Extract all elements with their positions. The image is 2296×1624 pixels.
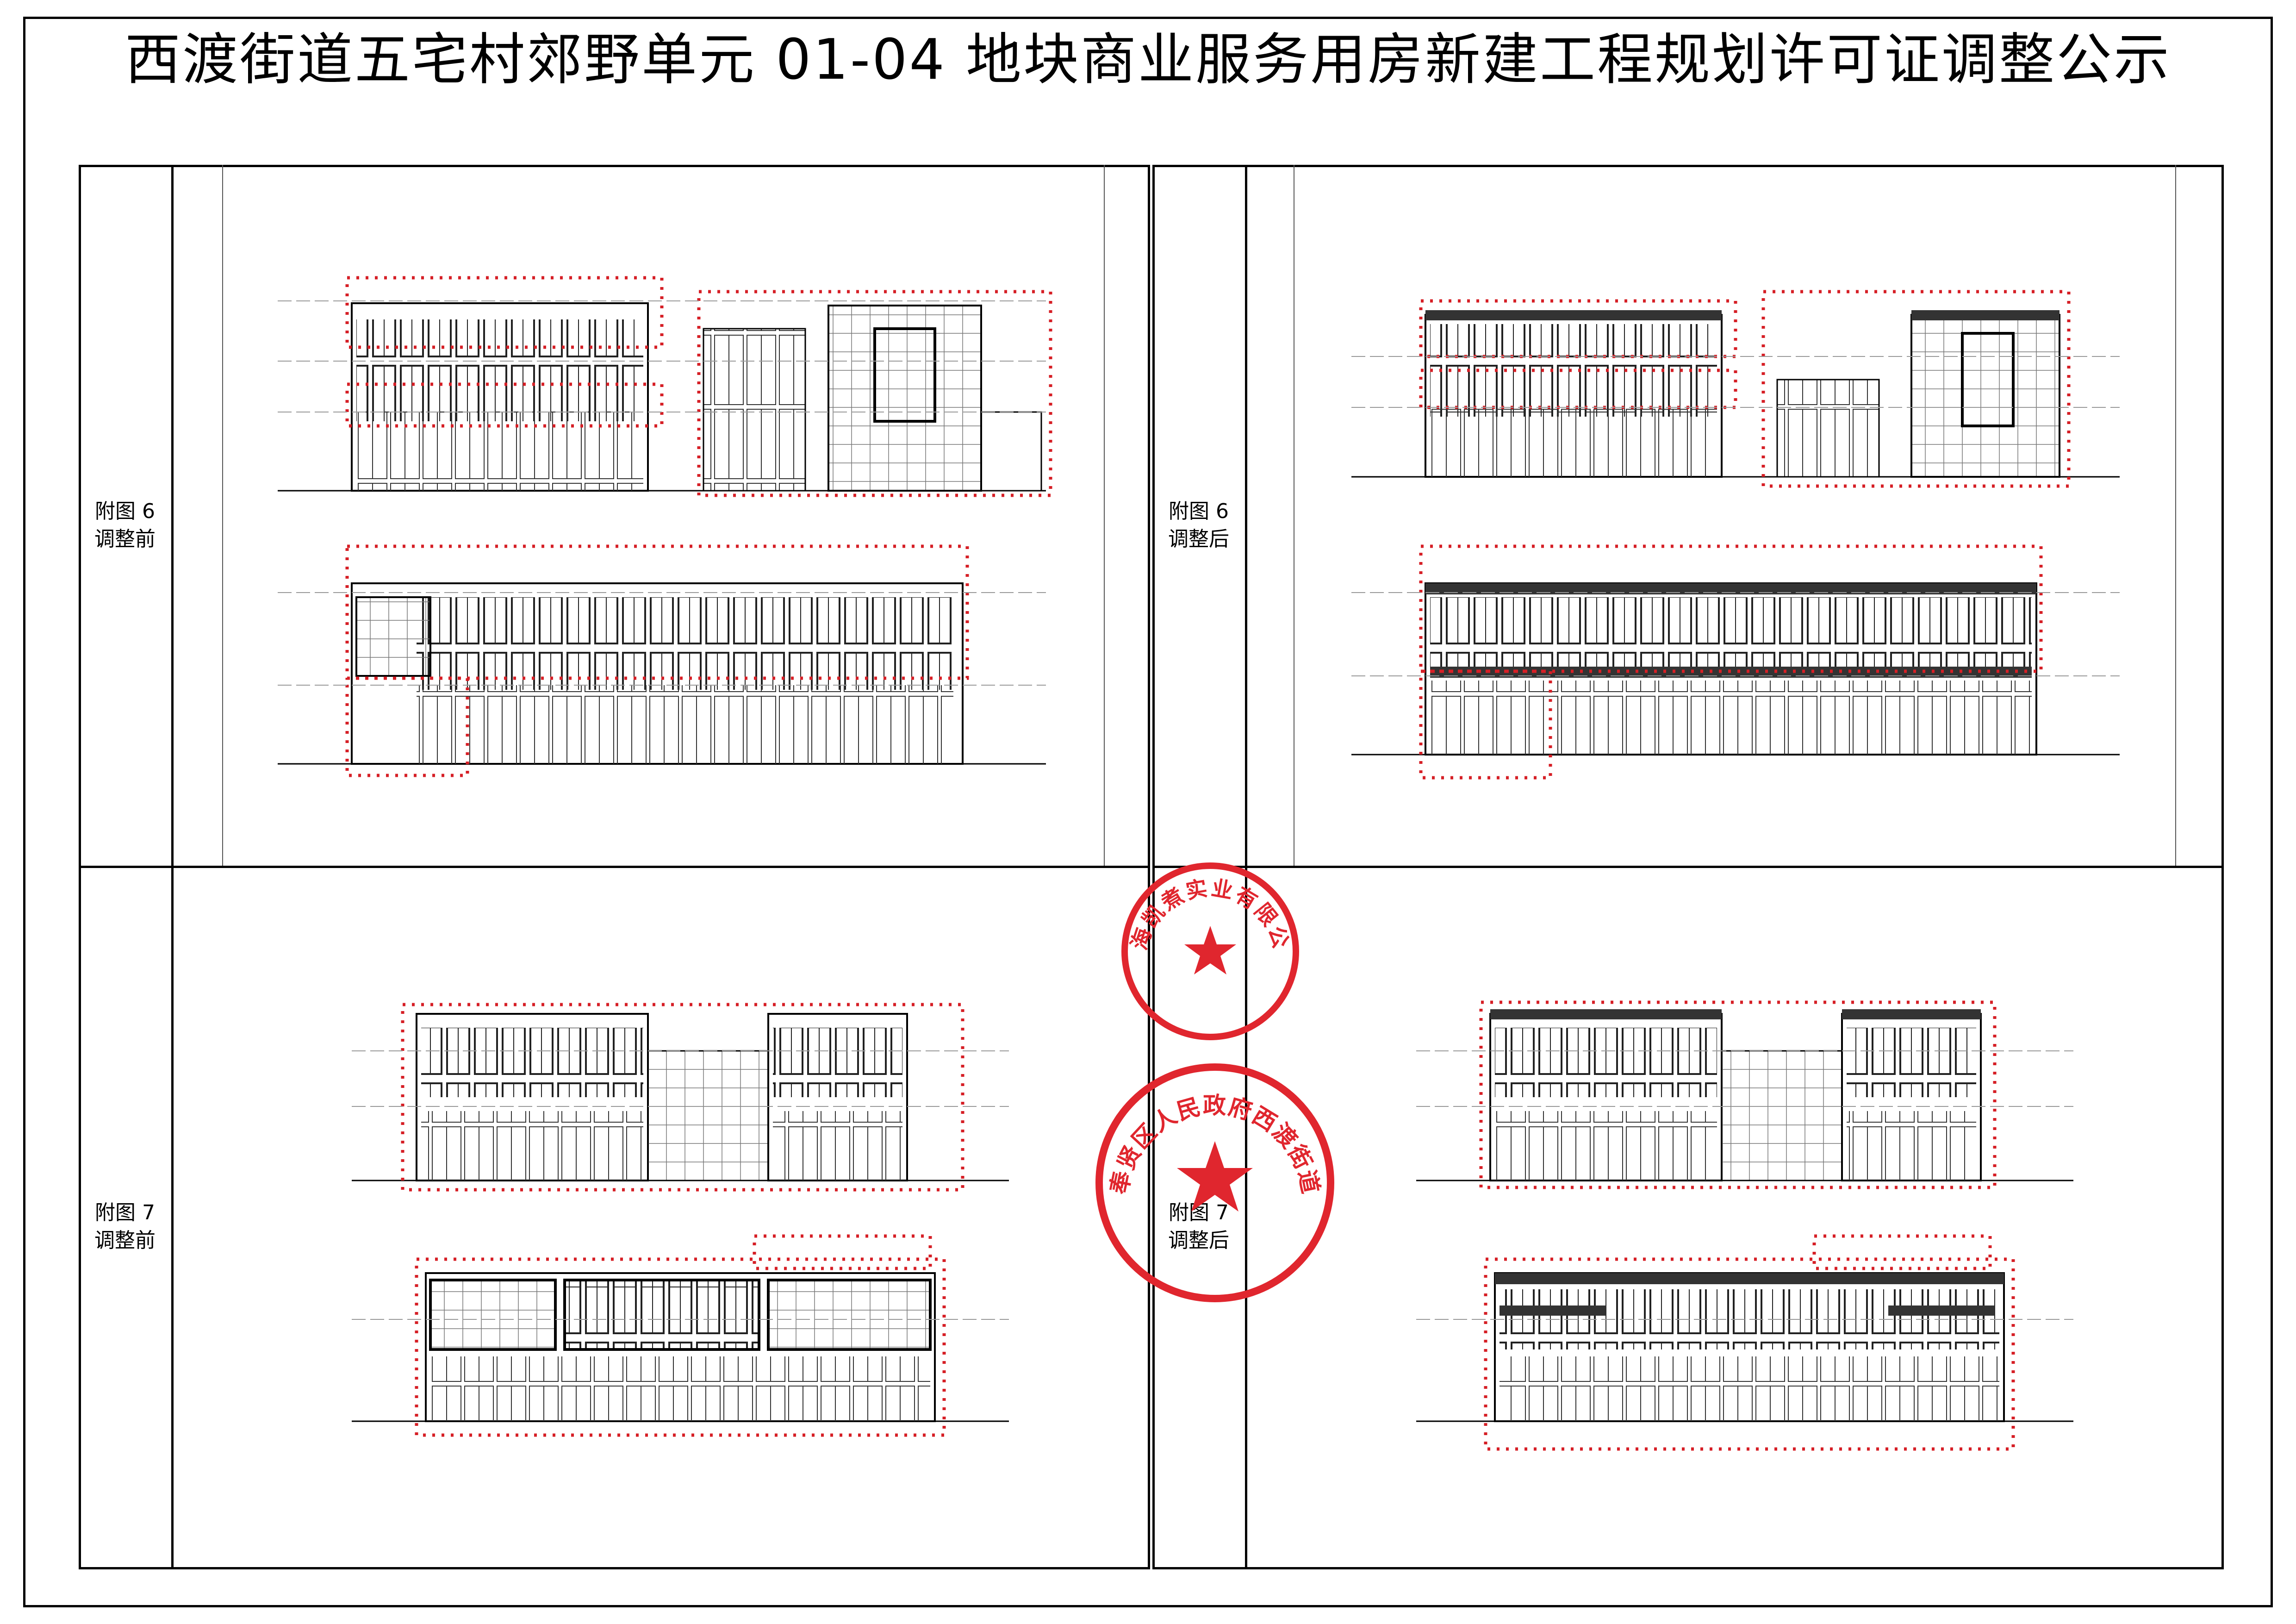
figure-state: 调整后 xyxy=(1168,527,1229,551)
star-icon xyxy=(1177,1141,1253,1212)
panel-label-tr: 附图 6 调整后 xyxy=(1153,498,1244,553)
panel-label-bl: 附图 7 调整前 xyxy=(80,1199,170,1255)
sheet-divider-left xyxy=(79,866,1150,868)
elevation-lower xyxy=(278,544,1046,777)
elevation-lower xyxy=(352,1234,1009,1437)
figure-state: 调整前 xyxy=(94,527,156,551)
figure-state: 调整前 xyxy=(94,1229,156,1252)
elevation-fig6-before xyxy=(278,276,1052,777)
panel-label-tl: 附图 6 调整前 xyxy=(80,498,170,553)
elevation-lower xyxy=(1416,1234,2073,1451)
figure-number: 附图 6 xyxy=(1169,500,1229,523)
page-title: 西渡街道五宅村郊野单元 01-04 地块商业服务用房新建工程规划许可证调整公示 xyxy=(125,28,2171,92)
sheet-divider-right xyxy=(1152,866,2224,868)
figure-state: 调整后 xyxy=(1168,1229,1229,1252)
panel-label-br: 附图 7 调整后 xyxy=(1153,1199,1244,1255)
elevation-fig7-before xyxy=(352,1003,1009,1437)
elevation-fig7-after xyxy=(1416,1000,2073,1451)
elevation-upper xyxy=(1416,1000,2073,1189)
margin-line xyxy=(2175,165,2176,866)
figure-number: 附图 6 xyxy=(95,500,155,523)
margin-line xyxy=(1104,165,1105,866)
figure-number: 附图 7 xyxy=(95,1201,155,1224)
elevation-upper xyxy=(1351,290,2120,488)
page-border xyxy=(23,17,2273,1607)
elevation-fig6-after xyxy=(1351,290,2120,780)
elevation-upper xyxy=(352,1003,1009,1192)
elevation-upper xyxy=(278,276,1052,497)
star-icon xyxy=(1184,926,1236,974)
margin-line xyxy=(222,165,223,866)
government-seal: 上海市奉贤区人民政府西渡街道办事处 xyxy=(1085,1053,1334,1302)
company-seal: 上海凯煮实业有限公司 xyxy=(1113,854,1299,1040)
elevation-lower xyxy=(1351,544,2120,780)
